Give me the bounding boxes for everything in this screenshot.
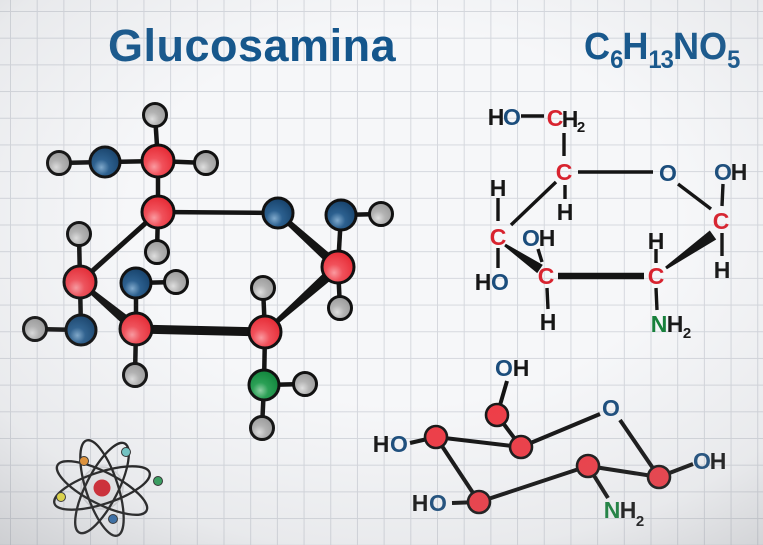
atom-label-h: H [539, 225, 556, 251]
atom-label-o-ring: O [602, 395, 620, 421]
atom-label-sub2: 2 [577, 119, 585, 136]
hydrogen-ball [292, 371, 318, 397]
hydrogen-ball [193, 150, 219, 176]
hydrogen-ball [163, 269, 189, 295]
hydrogen-ball [250, 275, 276, 301]
carbon-node [484, 402, 510, 428]
atom-label-h: H [731, 159, 748, 185]
formula-sub13: 13 [648, 46, 673, 74]
carbon-node [575, 453, 601, 479]
carbon-ball [62, 264, 98, 300]
page-title: Glucosamina [108, 20, 397, 71]
atom-label-c: C [490, 224, 507, 250]
nucleus [93, 479, 111, 497]
hydrogen-ball [144, 239, 170, 265]
atom-label-n: N [604, 497, 621, 523]
atom-label-h: H [412, 490, 429, 516]
model-atoms [22, 102, 394, 441]
hydrogen-ball [249, 415, 275, 441]
oxygen-ball [324, 198, 358, 232]
nitrogen-ball [247, 368, 281, 402]
electron-orbit [53, 465, 151, 511]
atom-label-h: H [714, 257, 731, 283]
electron [108, 514, 118, 524]
oxygen-ball [88, 145, 122, 179]
atom-label-h: H [513, 355, 530, 381]
electron-orbit [74, 441, 130, 535]
atom-label-sub2: 2 [683, 325, 691, 342]
atom-label-h: H [373, 431, 390, 457]
atom-label-c: C [713, 208, 730, 234]
formula-sub5: 5 [727, 46, 740, 74]
carbon-ball [320, 249, 356, 285]
atom-label-o: O [522, 225, 540, 251]
atom-label-o: O [503, 104, 521, 130]
electron-orbit [79, 439, 125, 537]
atom-label-o: O [429, 490, 447, 516]
carbon-ball [118, 311, 154, 347]
structural-bonds [496, 114, 725, 311]
electron [121, 447, 131, 457]
atom-label-c: C [556, 159, 573, 185]
formula-n: N [672, 26, 700, 68]
atom-label-o: O [693, 448, 711, 474]
formula-h: H [622, 26, 649, 68]
carbon-ball [140, 194, 176, 230]
skeletal-labels: O H H O H O O O H N H 2 [373, 355, 727, 530]
hydrogen-ball [327, 295, 353, 321]
atom-label-h: H [710, 448, 727, 474]
ball-and-stick-model [22, 102, 394, 441]
oxygen-ball [261, 196, 295, 230]
atom-label-h: H [557, 199, 574, 225]
hydrogen-ball [66, 221, 92, 247]
atom-label-h: H [667, 311, 684, 337]
electron [56, 492, 66, 502]
carbon-node [508, 434, 534, 460]
atom-label-h: H [488, 104, 505, 130]
hydrogen-ball [46, 150, 72, 176]
atom-label-h: H [562, 106, 579, 132]
electron [153, 476, 163, 486]
carbon-ball [140, 143, 176, 179]
electron-orbit [55, 460, 149, 516]
formula-c: C [584, 26, 611, 68]
oxygen-ball [64, 313, 98, 347]
carbon-node [466, 489, 492, 515]
formula-o: O [699, 26, 728, 68]
atom-label-c: C [547, 105, 564, 131]
atom-label-h: H [620, 497, 637, 523]
atom-label-o: O [714, 159, 732, 185]
carbon-ball [247, 314, 283, 350]
formula-sub6: 6 [610, 46, 623, 74]
wedge-bond [263, 262, 342, 334]
atom-label-h: H [648, 228, 665, 254]
atom-label-h: H [475, 269, 492, 295]
carbon-node [423, 424, 449, 450]
atom-label-c: C [538, 263, 555, 289]
skeletal-formula: O H H O H O O O H N H 2 [373, 355, 727, 530]
atom-icon [53, 439, 163, 537]
oxygen-ball [119, 266, 153, 300]
electron [79, 456, 89, 466]
carbon-node [646, 464, 672, 490]
wedge-bond [504, 243, 543, 274]
hydrogen-ball [142, 102, 168, 128]
atom-label-c: C [648, 263, 665, 289]
atom-label-o: O [390, 431, 408, 457]
hydrogen-ball [122, 362, 148, 388]
atom-label-h: H [490, 175, 507, 201]
structural-labels: H O C H 2 C H H C H O O H C H H C N H 2 … [475, 104, 748, 342]
atom-label-n: N [651, 311, 668, 337]
skeletal-carbon-nodes [423, 402, 672, 515]
atom-label-o: O [491, 269, 509, 295]
atom-label-sub2: 2 [636, 513, 644, 530]
hydrogen-ball [368, 201, 394, 227]
chemical-formula: C6H13NO5 [584, 26, 740, 75]
wedge-bond [665, 230, 717, 270]
structural-formula: H O C H 2 C H H C H O O H C H H C N H 2 … [475, 104, 748, 342]
atom-label-o-ring: O [659, 160, 677, 186]
hydrogen-ball [22, 316, 48, 342]
atom-label-h: H [540, 309, 557, 335]
atom-label-o: O [495, 355, 513, 381]
